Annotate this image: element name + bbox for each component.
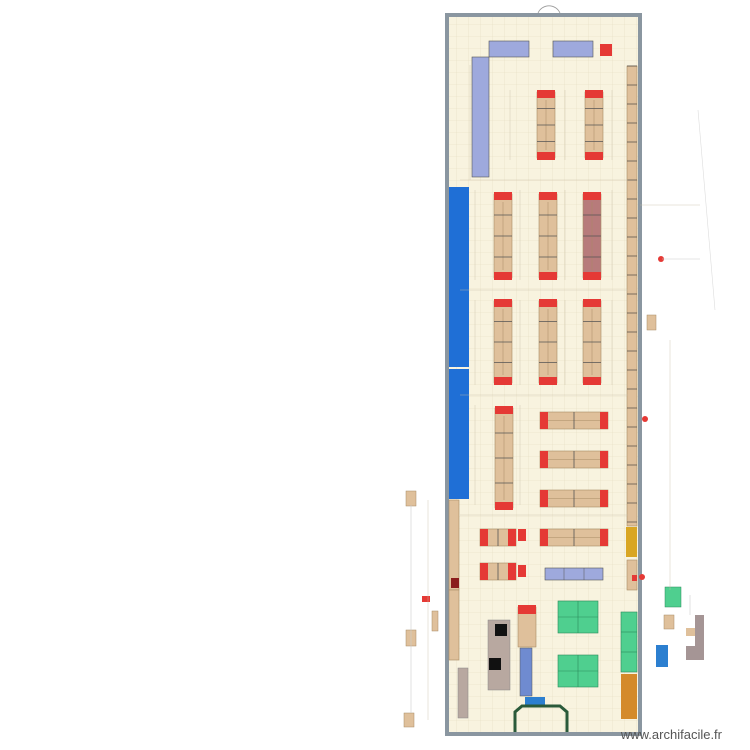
gondola-endcap-bottom bbox=[585, 152, 603, 160]
entrance-gate bbox=[513, 704, 569, 732]
entrance-door bbox=[513, 697, 569, 732]
gondola-endcap-top bbox=[583, 192, 601, 200]
gondola-endcap-bottom bbox=[537, 152, 555, 160]
gondola-endcap-bottom bbox=[539, 377, 557, 385]
short-endcap-left bbox=[480, 563, 488, 580]
outside-shelf bbox=[646, 314, 657, 331]
gondola-endcap-top bbox=[585, 90, 603, 98]
top-counters bbox=[471, 40, 612, 178]
gondola-endcap-bottom bbox=[495, 502, 513, 510]
left-post-3 bbox=[403, 712, 415, 728]
gondola-endcap-top bbox=[494, 299, 512, 307]
short-endcap-right bbox=[508, 563, 516, 580]
horizontal-endcap-left bbox=[540, 529, 548, 546]
left-post-1 bbox=[405, 490, 417, 507]
short-endcap-right bbox=[508, 529, 516, 546]
gondola-endcap-top bbox=[494, 192, 512, 200]
gondola-endcap-top bbox=[583, 299, 601, 307]
orange-unit bbox=[621, 674, 637, 719]
left-wall-shelf bbox=[448, 499, 460, 591]
horizontal-endcap-right bbox=[600, 451, 608, 468]
horizontal-gondolas bbox=[479, 411, 609, 581]
checkout-endcap bbox=[518, 605, 536, 614]
outside-left bbox=[403, 490, 439, 728]
checkout-counter bbox=[544, 567, 604, 581]
left-vertical-unit bbox=[471, 56, 490, 178]
left-red-tag bbox=[422, 596, 430, 602]
wall-shelf-strip bbox=[626, 65, 638, 527]
gondola-endcap-bottom bbox=[494, 272, 512, 280]
short-endcap-extra bbox=[518, 565, 526, 577]
gondola-endcap-top bbox=[539, 299, 557, 307]
wall-shelf-tag bbox=[632, 575, 637, 581]
gondola-endcap-top bbox=[537, 90, 555, 98]
outside-fridge bbox=[664, 586, 682, 608]
left-small-shelf bbox=[431, 610, 439, 632]
right-side-units bbox=[620, 527, 638, 719]
cold-aisles bbox=[449, 187, 469, 499]
gondola-endcap-top bbox=[495, 406, 513, 414]
checkout-area bbox=[451, 578, 537, 719]
cold-aisle-2 bbox=[449, 369, 469, 499]
top-endcap bbox=[600, 44, 612, 56]
outside-crate bbox=[663, 614, 675, 630]
right-fridge bbox=[620, 611, 638, 673]
horizontal-endcap-left bbox=[540, 490, 548, 507]
marker-3 bbox=[639, 574, 645, 580]
fire-extinguisher bbox=[451, 578, 459, 588]
gondola-rows bbox=[493, 90, 604, 510]
gondola-endcap-top bbox=[539, 192, 557, 200]
checkout-blue-counter bbox=[519, 647, 533, 697]
top-counter-right bbox=[552, 40, 594, 58]
marker-1 bbox=[658, 256, 664, 262]
top-counter-left bbox=[488, 40, 530, 58]
horizontal-endcap-left bbox=[540, 451, 548, 468]
horizontal-endcap-left bbox=[540, 412, 548, 429]
cold-aisle-1 bbox=[449, 187, 469, 367]
right-wall-shelving bbox=[448, 65, 638, 661]
horizontal-endcap-right bbox=[600, 490, 608, 507]
short-endcap-left bbox=[480, 529, 488, 546]
mustard-unit bbox=[626, 527, 637, 557]
dimension-lines bbox=[427, 65, 700, 720]
produce-tables bbox=[557, 600, 599, 688]
top-door-swing bbox=[537, 5, 561, 14]
horizontal-endcap-right bbox=[600, 529, 608, 546]
gondola-endcap-bottom bbox=[494, 377, 512, 385]
entry-counter bbox=[457, 667, 469, 719]
entrance-mat bbox=[525, 697, 545, 707]
gondola-endcap-bottom bbox=[583, 377, 601, 385]
register-1 bbox=[495, 624, 507, 636]
marker-2 bbox=[642, 416, 648, 422]
gondola-endcap-bottom bbox=[539, 272, 557, 280]
horizontal-endcap-right bbox=[600, 412, 608, 429]
gondola-endcap-bottom bbox=[583, 272, 601, 280]
register-2 bbox=[489, 658, 501, 670]
left-wall-shelf-2 bbox=[448, 589, 460, 661]
outside-blue-unit bbox=[656, 645, 668, 667]
cashier-desk bbox=[487, 619, 511, 691]
outside-right bbox=[639, 109, 716, 667]
short-endcap-extra bbox=[518, 529, 526, 541]
outside-grey-block bbox=[686, 615, 704, 660]
watermark: www.archifacile.fr bbox=[620, 727, 722, 742]
outside-box bbox=[686, 628, 695, 636]
checkout-lane bbox=[544, 567, 604, 581]
